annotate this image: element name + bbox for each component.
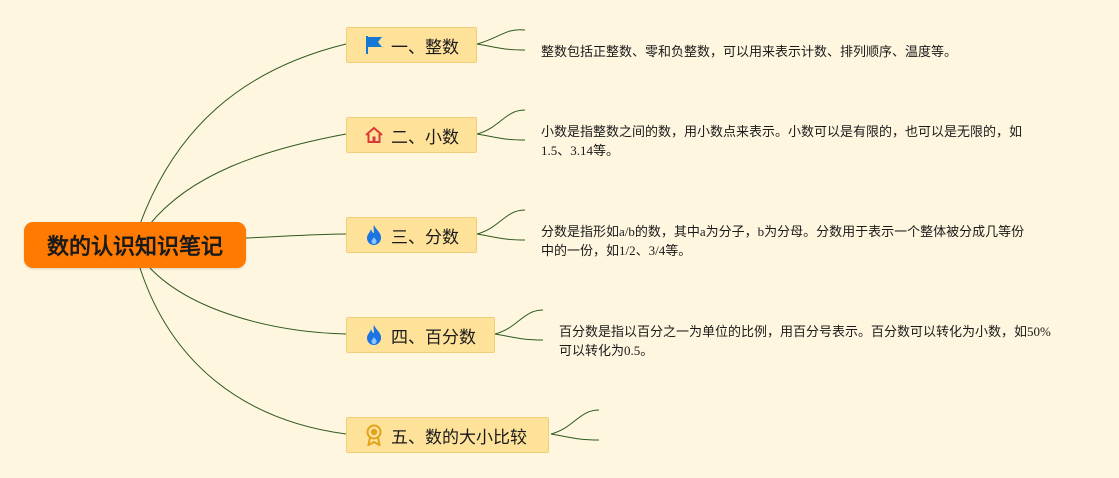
- connector-topic-5-fork: [550, 409, 600, 441]
- topic-fraction[interactable]: 三、分数: [346, 217, 477, 253]
- connector-root-topic-1: [139, 43, 347, 225]
- connector-topic-1-fork: [476, 29, 526, 51]
- topic-label: 二、小数: [391, 127, 459, 148]
- topic-comparison[interactable]: 五、数的大小比较: [346, 417, 549, 453]
- home-icon: [363, 124, 385, 146]
- note-integer: 整数包括正整数、零和负整数，可以用来表示计数、排列顺序、温度等。: [541, 44, 958, 59]
- note-percentage: 百分数是指以百分之一为单位的比例，用百分号表示。百分数可以转化为小数，如50%可…: [559, 324, 1051, 358]
- connector-root-topic-5: [139, 267, 347, 435]
- topic-label: 四、百分数: [391, 327, 476, 348]
- topic-label: 一、整数: [391, 37, 459, 58]
- root-topic[interactable]: 数的认识知识笔记: [24, 222, 246, 268]
- connector-root-topic-3: [245, 233, 347, 239]
- connector-root-topic-4: [149, 267, 347, 335]
- flame-icon: [363, 224, 385, 246]
- connector-root-topic-2: [149, 133, 347, 225]
- connector-topic-3-fork: [476, 209, 526, 241]
- topic-percentage[interactable]: 四、百分数: [346, 317, 495, 353]
- flag-icon: [363, 34, 385, 56]
- connector-topic-4-fork: [494, 309, 544, 341]
- note-decimal: 小数是指整数之间的数，用小数点来表示。小数可以是有限的，也可以是无限的，如1.5…: [541, 124, 1023, 158]
- topic-label: 三、分数: [391, 227, 459, 248]
- topic-label: 五、数的大小比较: [391, 427, 527, 448]
- note-fraction: 分数是指形如a/b的数，其中a为分子，b为分母。分数用于表示一个整体被分成几等份…: [541, 224, 1025, 258]
- medal-icon: [363, 424, 385, 446]
- flame-icon: [363, 324, 385, 346]
- topic-integer[interactable]: 一、整数: [346, 27, 477, 63]
- root-topic-label: 数的认识知识笔记: [46, 235, 223, 260]
- connector-topic-2-fork: [476, 109, 526, 141]
- topic-decimal[interactable]: 二、小数: [346, 117, 477, 153]
